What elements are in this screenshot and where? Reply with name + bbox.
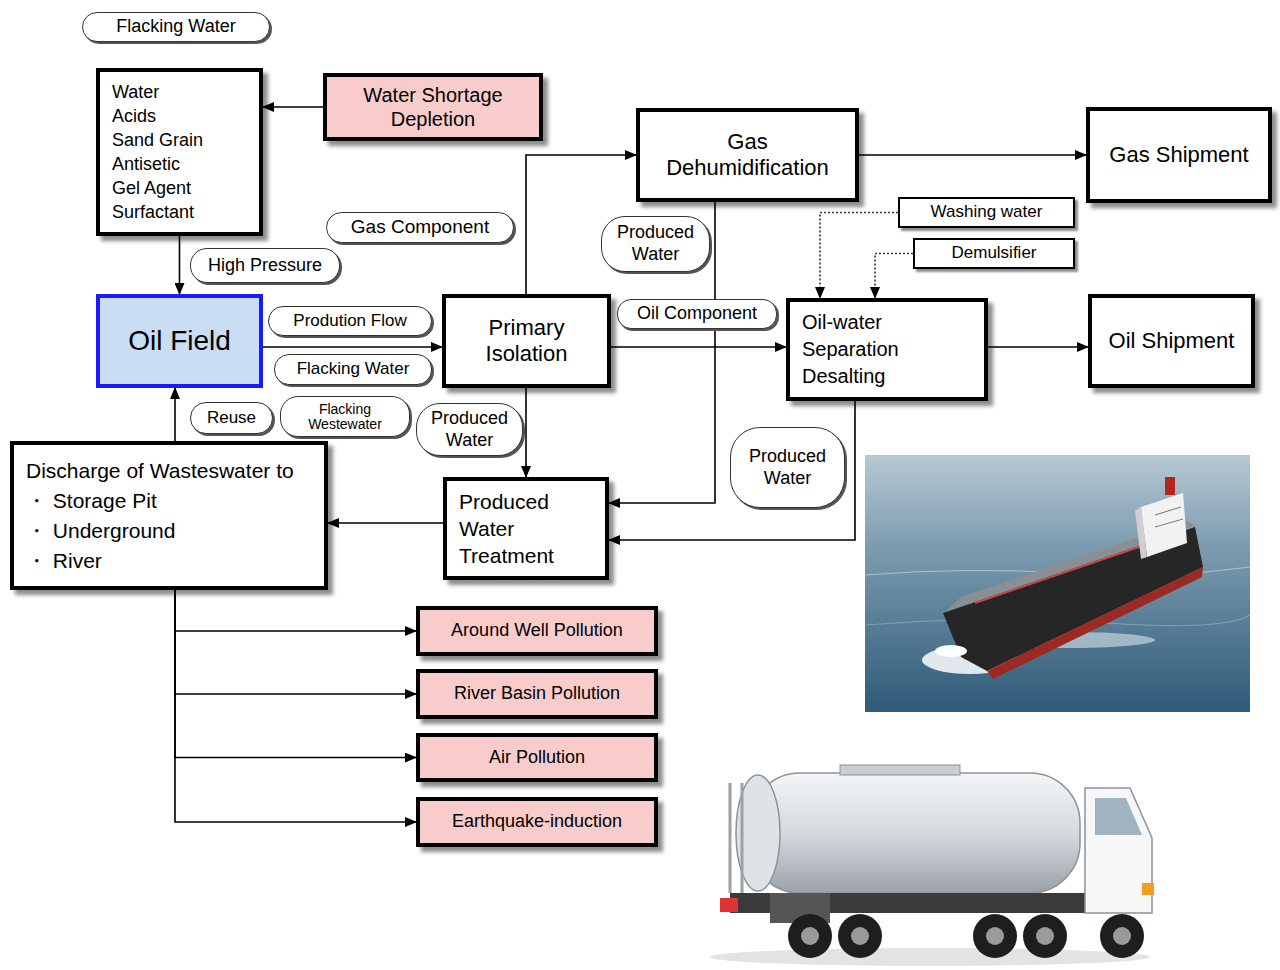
source-box: Oil Field [96,294,263,388]
flow-arrow [263,346,442,348]
box-text: Gas Dehumidification [652,129,843,182]
box-text: Water Shortage Depletion [343,83,523,131]
box-text: Flacking Westewater [290,402,400,432]
note-pill: High Pressure [190,248,340,283]
note-pill: Gas Component [326,212,514,243]
box-text: Demulsifier [951,243,1036,263]
process-box: Produced Water Treatment [443,477,609,580]
note-pill: Reuse [190,402,273,434]
box-text: Prodution Flow [293,311,406,331]
box-text: Primary Isolation [458,315,595,368]
process-box: WaterAcidsSand GrainAntiseticGel AgentSu… [96,68,263,236]
note-pill: Produced Water [601,216,710,272]
impact-box: Air Pollution [416,733,658,782]
note-pill: Produced Water [416,403,523,456]
box-text: Gel Agent [112,176,191,200]
box-text: Around Well Pollution [451,620,623,642]
process-box: Gas Shipment [1086,107,1272,203]
box-text: Produced Water [611,222,701,265]
box-text: Water [112,80,159,104]
tanker-truck-photo [690,743,1166,970]
note-pill: Produced Water [730,427,845,508]
flow-arrow [609,401,855,540]
dotted-connector [820,213,898,299]
box-text: Earthquake-induction [452,811,622,833]
flow-arrow [175,590,416,694]
flow-arrow [611,346,786,348]
box-text: Produced Water [425,408,514,451]
process-box: Discharge of Wasteswater to・ Storage Pit… [10,441,328,590]
box-text: Antisetic [112,152,180,176]
flow-arrow [525,388,527,477]
box-text: Gas Component [351,216,489,239]
box-text: Oil Component [637,303,757,325]
note-pill: Oil Component [617,299,777,329]
flow-arrow [263,106,323,108]
box-text: Surfactant [112,200,194,224]
flow-arrow [174,388,176,441]
flow-arrow [988,346,1088,348]
input-box: Demulsifier [913,238,1075,269]
flow-arrow [175,590,416,758]
box-text: High Pressure [208,255,322,277]
box-text: Flacking Water [116,16,235,38]
tanker-ship-photo [865,455,1250,712]
box-text: ・ Underground [26,516,175,546]
note-pill: Flacking Westewater [280,396,410,437]
note-pill: Flacking Water [274,354,432,385]
flow-arrow [175,590,416,822]
process-box: Oil Shipment [1088,294,1255,388]
box-text: Oil Field [128,324,231,358]
note-pill: Prodution Flow [268,306,432,336]
box-text: Reuse [207,408,256,428]
impact-box: Around Well Pollution [416,606,658,656]
impact-box: Earthquake-induction [416,797,658,847]
flow-arrow [175,590,416,631]
process-box: Primary Isolation [442,294,611,388]
box-text: Gas Shipment [1109,142,1248,168]
box-text: Oil-water Separation Desalting [802,309,932,390]
flow-arrow [859,154,1086,156]
box-text: ・ River [26,546,102,576]
dotted-connector [875,254,913,299]
input-box: Washing water [898,197,1075,228]
box-text: Acids [112,104,156,128]
box-text: Washing water [931,202,1043,222]
process-box: Oil-water Separation Desalting [786,298,988,401]
impact-box: Water Shortage Depletion [323,73,543,141]
flow-arrow [328,522,443,524]
box-text: Air Pollution [489,747,585,769]
box-text: Produced Water [740,446,835,489]
box-text: River Basin Pollution [454,683,620,705]
flow-arrow [179,236,181,294]
box-text: Sand Grain [112,128,203,152]
box-text: ・ Storage Pit [26,486,157,516]
box-text: Oil Shipment [1109,328,1235,354]
box-text: Flacking Water [297,359,410,379]
process-box: Gas Dehumidification [636,108,859,202]
box-text: Discharge of Wasteswater to [26,456,294,486]
note-pill: Flacking Water [82,12,270,42]
impact-box: River Basin Pollution [416,669,658,719]
box-text: Produced Water Treatment [459,488,569,569]
